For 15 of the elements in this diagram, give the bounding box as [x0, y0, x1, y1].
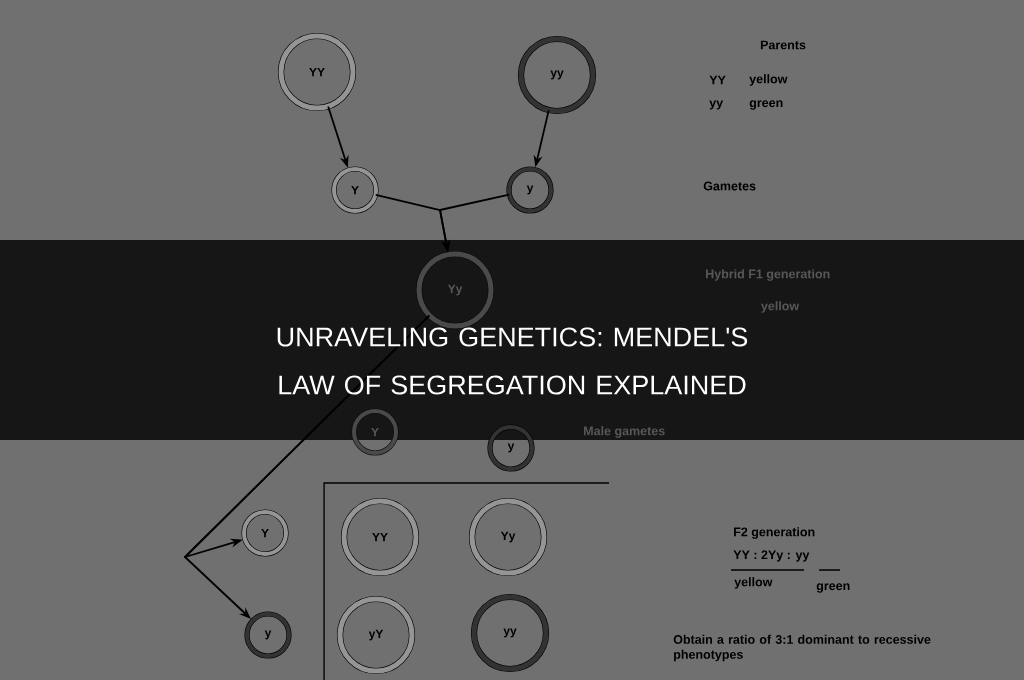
label: yy: [709, 100, 724, 110]
label: yellow: [749, 74, 788, 86]
label: F2 generation: [734, 527, 815, 539]
label: YY: [709, 75, 726, 85]
label: YY : 2Yy : yy: [733, 550, 810, 562]
label: yellow: [761, 301, 800, 313]
label: Obtain a ratio of 3:1 dominant to recessive phenotypes: [673, 634, 931, 662]
title: UNRAVELING GENETICS: MENDEL'S LAW OF SEGREGATION EXPLAINED: [277, 327, 748, 395]
label: green: [816, 583, 850, 593]
label: Parents: [760, 40, 806, 50]
label: yellow: [734, 577, 773, 589]
label: Male gametes: [584, 426, 665, 438]
label: Hybrid F1 generation: [706, 269, 830, 281]
label: green: [749, 100, 783, 110]
label: Gametes: [703, 181, 756, 191]
